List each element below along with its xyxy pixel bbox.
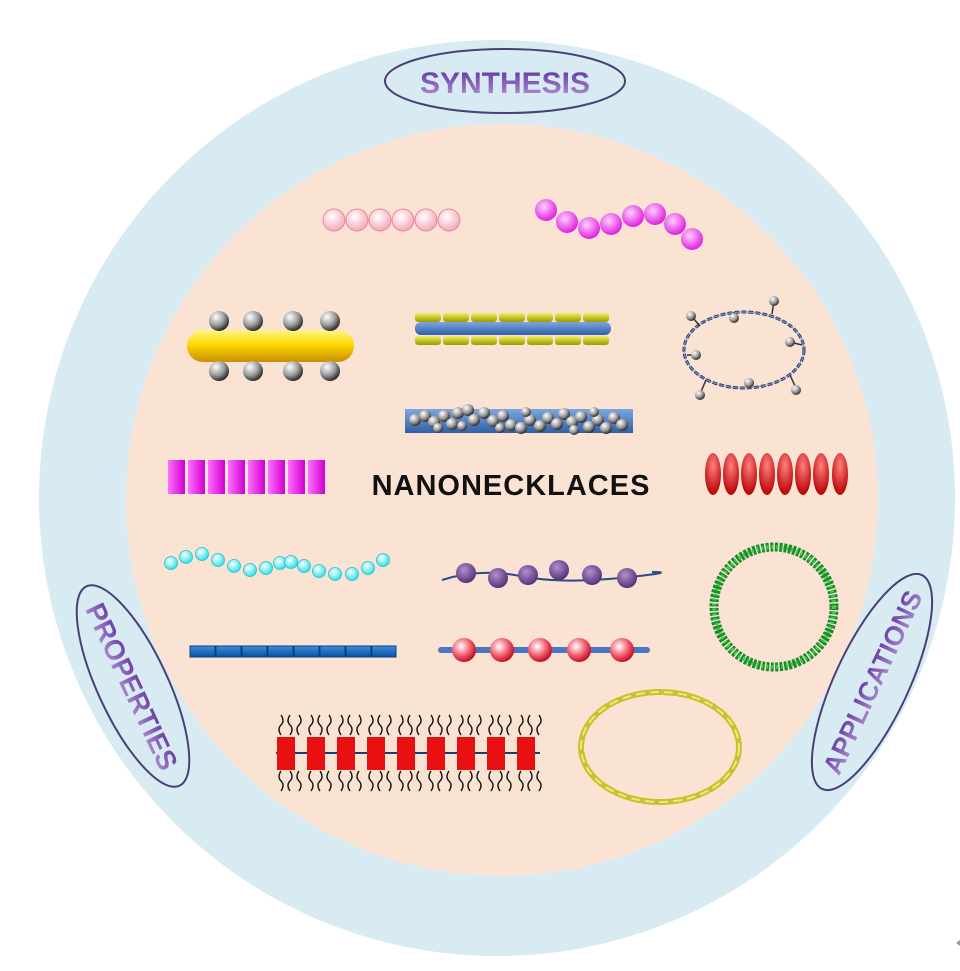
bar-with-spheres [405, 404, 633, 435]
synthesis-ellipse [384, 48, 626, 114]
corner-arrow-icon [956, 940, 960, 946]
properties-label: PROPERTIES [75, 584, 191, 788]
purple-bead-chain [441, 560, 662, 588]
magenta-bead-chain [535, 199, 703, 250]
tube-with-segments [415, 313, 611, 345]
cyan-bead-chain [164, 547, 390, 581]
magenta-block-chain [168, 460, 325, 494]
green-bead-ring [709, 542, 839, 672]
red-ball-chain [438, 638, 650, 662]
properties-ellipse [75, 584, 191, 788]
blue-bar-chain [189, 645, 397, 658]
yellow-segment-ring [578, 689, 742, 805]
ligand-block-chain [276, 714, 542, 792]
applications-ellipse [810, 572, 934, 792]
center-title: NANONECKLACES [372, 470, 651, 502]
synthesis-label: SYNTHESIS [384, 48, 626, 114]
pink-bead-chain [322, 208, 461, 232]
synthesis-text: SYNTHESIS [420, 67, 590, 100]
red-oval-chain [705, 453, 848, 495]
applications-label: APPLICATIONS [810, 572, 934, 792]
gold-rod-necklace [187, 311, 354, 381]
chain-ring [682, 296, 806, 400]
